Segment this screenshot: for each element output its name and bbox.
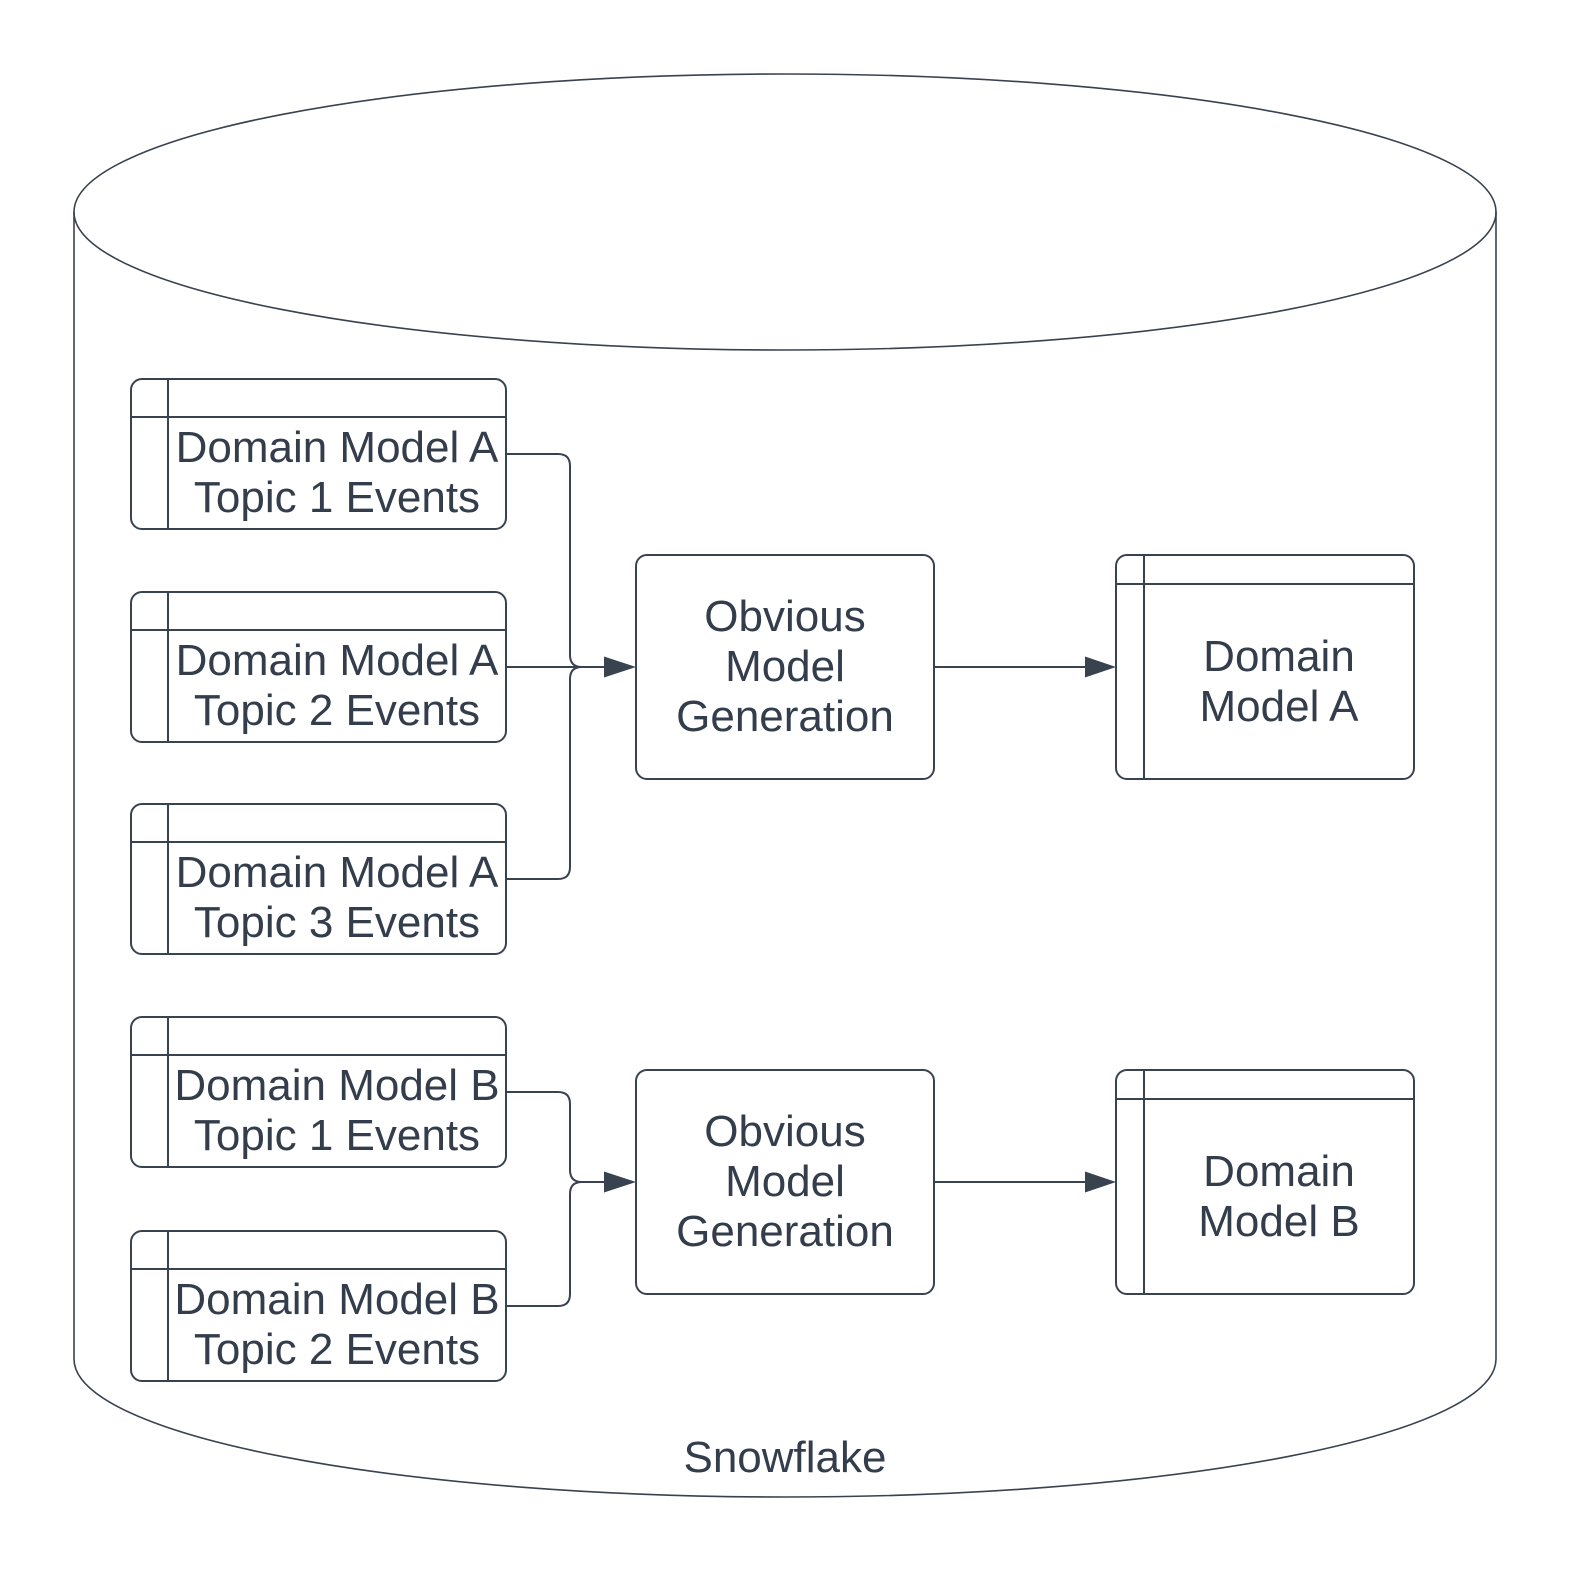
cylinder-label: Snowflake xyxy=(683,1433,887,1482)
table-header-row xyxy=(132,380,505,418)
table-node-label: Domain Model B Topic 2 Events xyxy=(174,1275,500,1374)
arrowhead-into-process-a xyxy=(604,656,636,678)
table-header-row xyxy=(1117,556,1413,585)
table-left-column xyxy=(132,380,169,528)
table-left-column xyxy=(1117,1071,1145,1293)
table-node-domain-model-a-topic-3-events: Domain Model A Topic 3 Events xyxy=(130,803,507,955)
table-node-domain-model-b-topic-1-events: Domain Model B Topic 1 Events xyxy=(130,1016,507,1168)
table-header-row xyxy=(132,593,505,631)
arrowhead-into-process-b xyxy=(604,1171,636,1193)
process-node-label: Obvious Model Generation xyxy=(676,1107,894,1256)
table-node-label: Domain Model A Topic 1 Events xyxy=(175,423,499,522)
table-header-row xyxy=(132,805,505,843)
connector-a-topic1-to-process xyxy=(507,453,604,668)
cylinder-top-ellipse xyxy=(73,73,1497,351)
table-node-label: Domain Model B Topic 1 Events xyxy=(174,1061,500,1160)
cylinder-body-outline xyxy=(73,212,1497,1498)
process-node-label: Obvious Model Generation xyxy=(676,592,894,741)
table-node-domain-model-b: Domain Model B xyxy=(1115,1069,1415,1295)
table-node-label: Domain Model A Topic 2 Events xyxy=(175,636,499,735)
process-node-obvious-model-generation-a: Obvious Model Generation xyxy=(635,554,935,780)
table-header-row xyxy=(1117,1071,1413,1100)
table-node-domain-model-a: Domain Model A xyxy=(1115,554,1415,780)
table-node-domain-model-a-topic-1-events: Domain Model A Topic 1 Events xyxy=(130,378,507,530)
table-header-row xyxy=(132,1018,505,1056)
table-left-column xyxy=(132,1232,169,1380)
arrowhead-into-model-b xyxy=(1085,1171,1116,1193)
table-node-label: Domain Model B xyxy=(1198,1146,1360,1246)
table-left-column xyxy=(1117,556,1145,778)
table-left-column xyxy=(132,805,169,953)
connectors-group-a xyxy=(507,453,1116,880)
table-node-domain-model-b-topic-2-events: Domain Model B Topic 2 Events xyxy=(130,1230,507,1382)
table-header-row xyxy=(132,1232,505,1270)
table-node-label: Domain Model A xyxy=(1199,631,1359,731)
table-node-label: Domain Model A Topic 3 Events xyxy=(175,848,499,947)
connector-b-topic2-to-process xyxy=(507,1181,583,1307)
snowflake-cylinder xyxy=(73,73,1497,1498)
process-node-obvious-model-generation-b: Obvious Model Generation xyxy=(635,1069,935,1295)
connector-b-topic1-to-process xyxy=(507,1091,604,1183)
connectors-group-b xyxy=(507,1091,1116,1307)
table-left-column xyxy=(132,1018,169,1166)
table-node-domain-model-a-topic-2-events: Domain Model A Topic 2 Events xyxy=(130,591,507,743)
arrowhead-into-model-a xyxy=(1085,656,1116,678)
table-left-column xyxy=(132,593,169,741)
connector-a-topic3-to-process xyxy=(507,666,583,880)
